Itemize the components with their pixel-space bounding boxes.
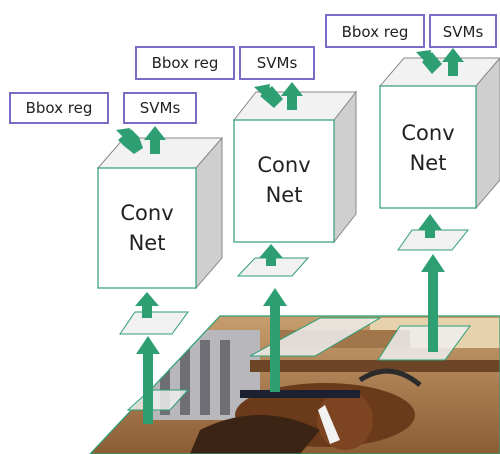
output-arrows-right bbox=[416, 48, 464, 76]
warped-patch-middle bbox=[236, 257, 310, 277]
warped-patch-left bbox=[119, 311, 189, 335]
image-frame bbox=[89, 315, 500, 454]
convnet-label-line1: Conv bbox=[120, 201, 173, 225]
convnet-label-line1: Conv bbox=[257, 153, 310, 177]
bbox-reg-label-box bbox=[325, 14, 425, 48]
bbox-reg-label: Bbox reg bbox=[26, 99, 93, 117]
bbox-reg-label-box bbox=[9, 92, 109, 124]
convnet-label-line2: Net bbox=[410, 151, 447, 175]
svms-label: SVMs bbox=[443, 23, 484, 41]
long-arrow-middle bbox=[263, 288, 287, 392]
region-proposal-right bbox=[377, 325, 471, 361]
output-arrows-middle bbox=[254, 82, 303, 110]
bbox-reg-label: Bbox reg bbox=[152, 54, 219, 72]
convnet-cube-middle: Conv Net bbox=[232, 90, 358, 244]
svms-label-box bbox=[239, 46, 315, 80]
convnet-cube-left: Conv Net bbox=[96, 136, 224, 290]
short-arrow-middle bbox=[259, 244, 283, 266]
convnet-label-line2: Net bbox=[129, 231, 166, 255]
bbox-reg-label-box bbox=[135, 46, 235, 80]
convnet-label-line1: Conv bbox=[401, 121, 454, 145]
svms-label: SVMs bbox=[140, 99, 181, 117]
short-arrow-right bbox=[418, 214, 442, 238]
convnet-cube-right: Conv Net bbox=[378, 57, 500, 210]
svms-label: SVMs bbox=[257, 54, 298, 72]
convnet-label-line2: Net bbox=[266, 183, 303, 207]
long-arrow-left bbox=[136, 336, 160, 424]
svms-label-box bbox=[123, 92, 197, 124]
long-arrow-right bbox=[421, 254, 445, 352]
short-arrow-left bbox=[135, 292, 159, 318]
warped-patch-right bbox=[397, 229, 470, 251]
bbox-reg-label: Bbox reg bbox=[342, 23, 409, 41]
region-proposal-middle bbox=[249, 317, 382, 357]
svms-label-box bbox=[429, 14, 497, 48]
output-arrows-left bbox=[116, 126, 166, 154]
